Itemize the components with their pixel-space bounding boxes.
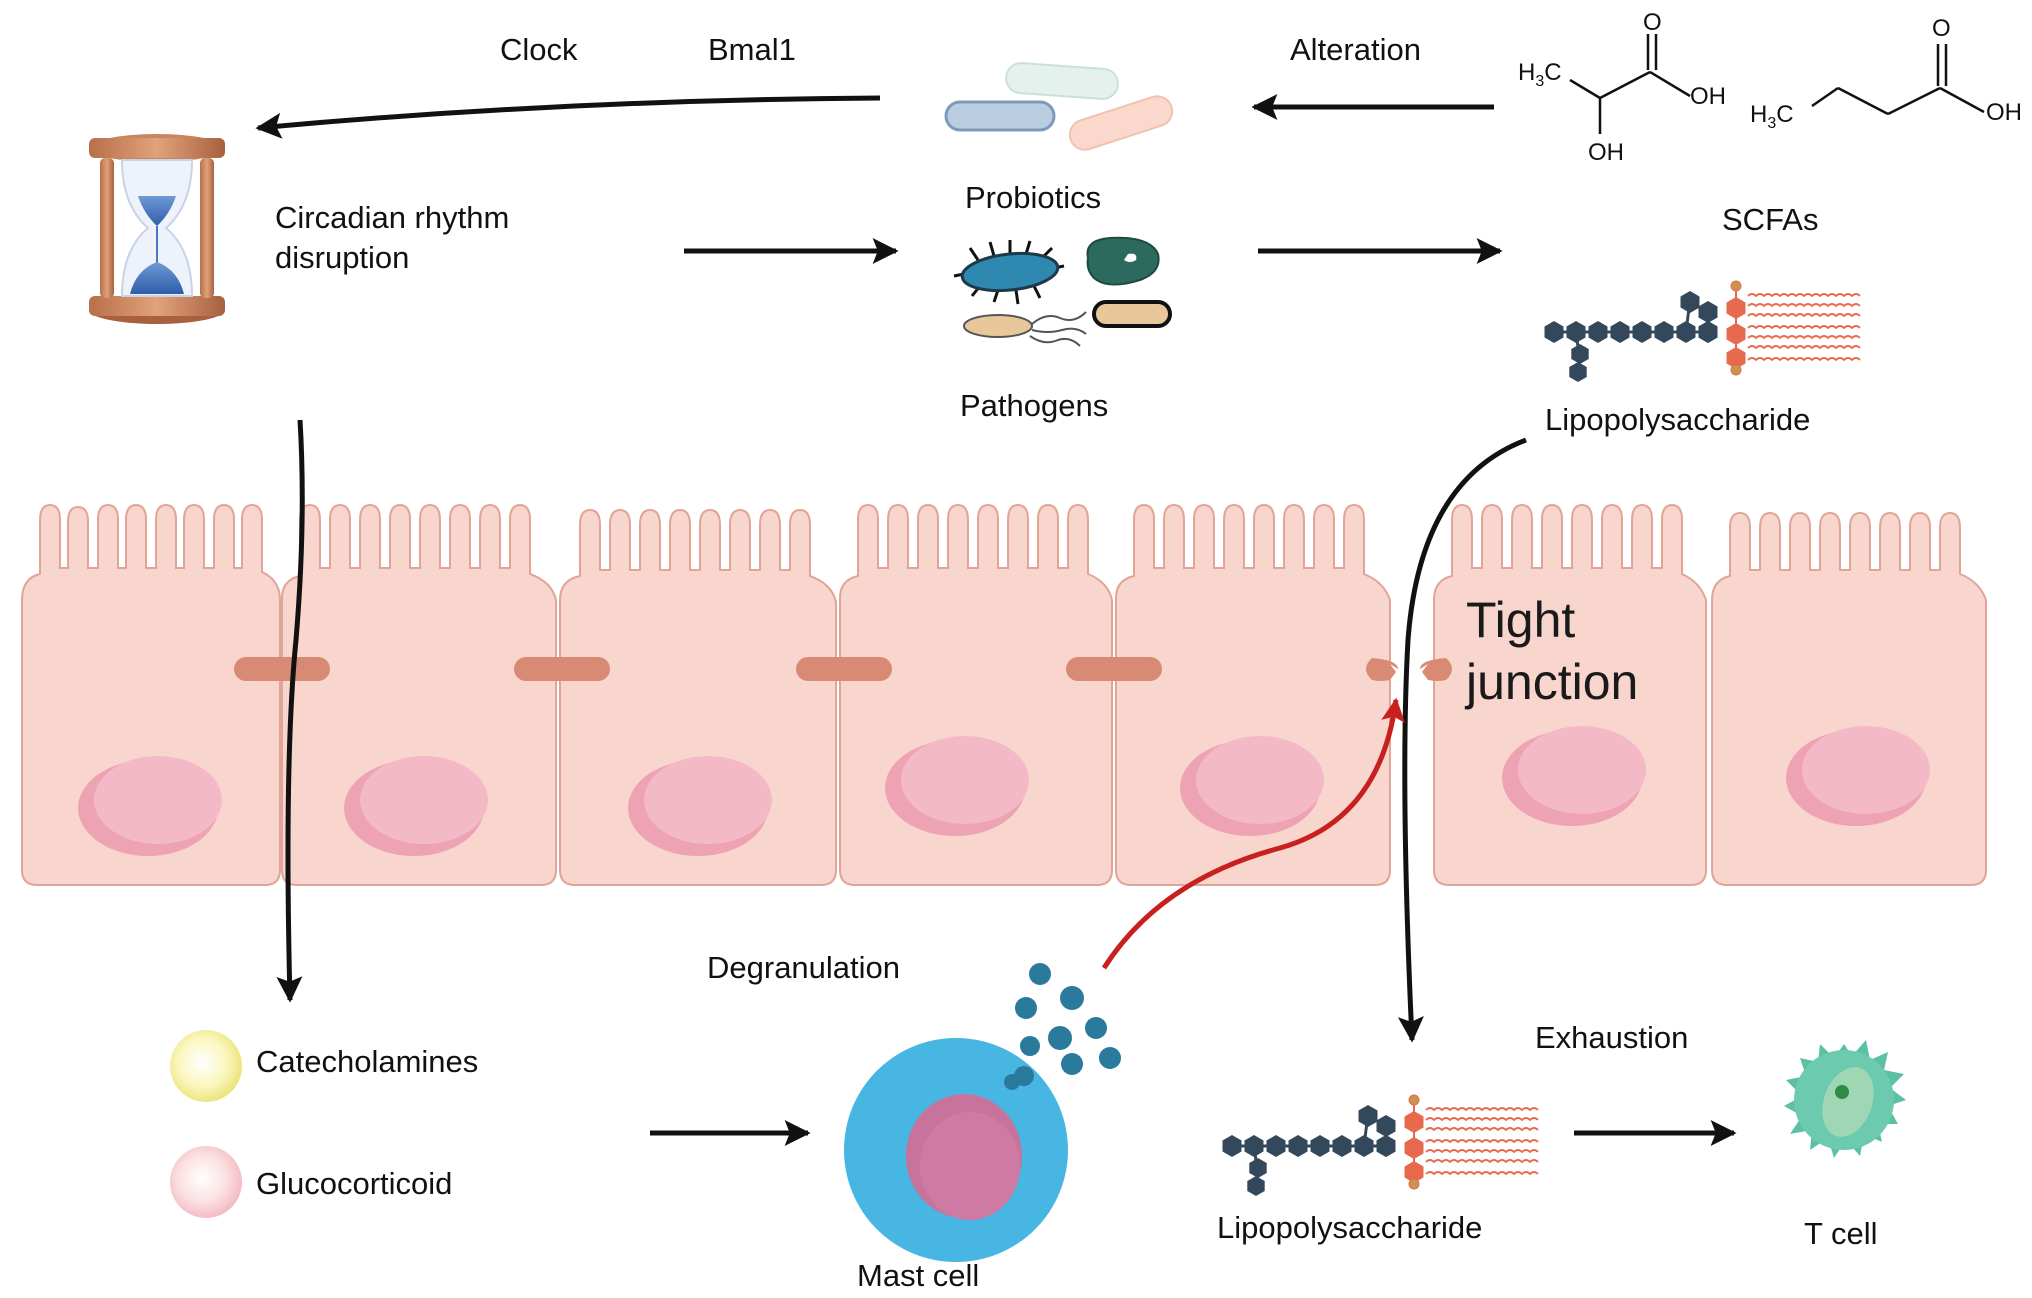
lps-top-label: Lipopolysaccharide [1545,402,1811,437]
degranulation-arrow [1101,697,1406,970]
circadian-label-line2: disruption [275,240,410,275]
catecholamines-dot [170,1030,242,1102]
epithelial-cell [1433,503,1707,886]
tight-junction [796,657,892,681]
t-cell-icon [1784,1040,1906,1158]
scfas-label: SCFAs [1722,202,1819,237]
chem-h3c-2: H3C [1750,101,1794,132]
butyric-acid-structure [1811,44,1985,116]
disrupted-tight-junction [1366,658,1452,681]
lps-bottom-label: Lipopolysaccharide [1217,1210,1483,1245]
clock-bmal1-arrow [255,95,881,139]
lps-translocation-arrow [1397,437,1527,1043]
mast-cell-label: Mast cell [857,1258,980,1293]
chemical-labels: H3C O OH OH H3C O OH [1518,9,2022,166]
epithelial-cell [1115,503,1391,886]
tight-junction-label-line2: junction [1466,654,1639,710]
epithelial-cell [21,503,281,886]
exhaustion-label: Exhaustion [1535,1020,1689,1055]
lactic-acid-structure [1569,34,1691,134]
stress-hormone-arrow [276,419,305,1003]
chem-h3c-1: H3C [1518,59,1562,90]
mast-cell-icon [844,1038,1068,1262]
t-cell-label: T cell [1804,1216,1878,1251]
chem-oh-3: OH [1986,99,2022,126]
degranulation-label: Degranulation [707,950,901,985]
chem-oh-1: OH [1690,83,1726,110]
catecholamines-label: Catecholamines [256,1044,479,1079]
circadian-label-line1: Circadian rhythm [275,200,510,235]
bmal1-label: Bmal1 [708,32,796,67]
tight-junction [1066,657,1162,681]
tight-junction [234,657,330,681]
chem-o-1: O [1643,9,1662,36]
epithelial-layer [21,503,1987,886]
granules [1014,963,1121,1086]
pathogens-bacteria-icon [953,236,1172,347]
clock-label: Clock [500,32,578,67]
pathogens-label: Pathogens [960,388,1109,423]
hourglass-icon [89,134,225,324]
lipopolysaccharide-molecule-icon [1222,1094,1539,1196]
tight-junction [514,657,610,681]
chem-o-2: O [1932,15,1951,42]
lipopolysaccharide-molecule-icon [1544,280,1861,382]
probiotics-label: Probiotics [965,180,1102,215]
tight-junction-label-line1: Tight [1466,592,1576,648]
glucocorticoid-label: Glucocorticoid [256,1166,453,1201]
probiotics-bacteria-icon [944,62,1174,151]
epithelial-cell [839,503,1113,886]
alteration-label: Alteration [1290,32,1421,67]
epithelial-cell [559,508,837,886]
epithelial-cell [1711,511,1987,886]
glucocorticoid-dot [170,1146,242,1218]
chem-oh-2: OH [1588,139,1624,166]
epithelial-cell [281,503,557,886]
